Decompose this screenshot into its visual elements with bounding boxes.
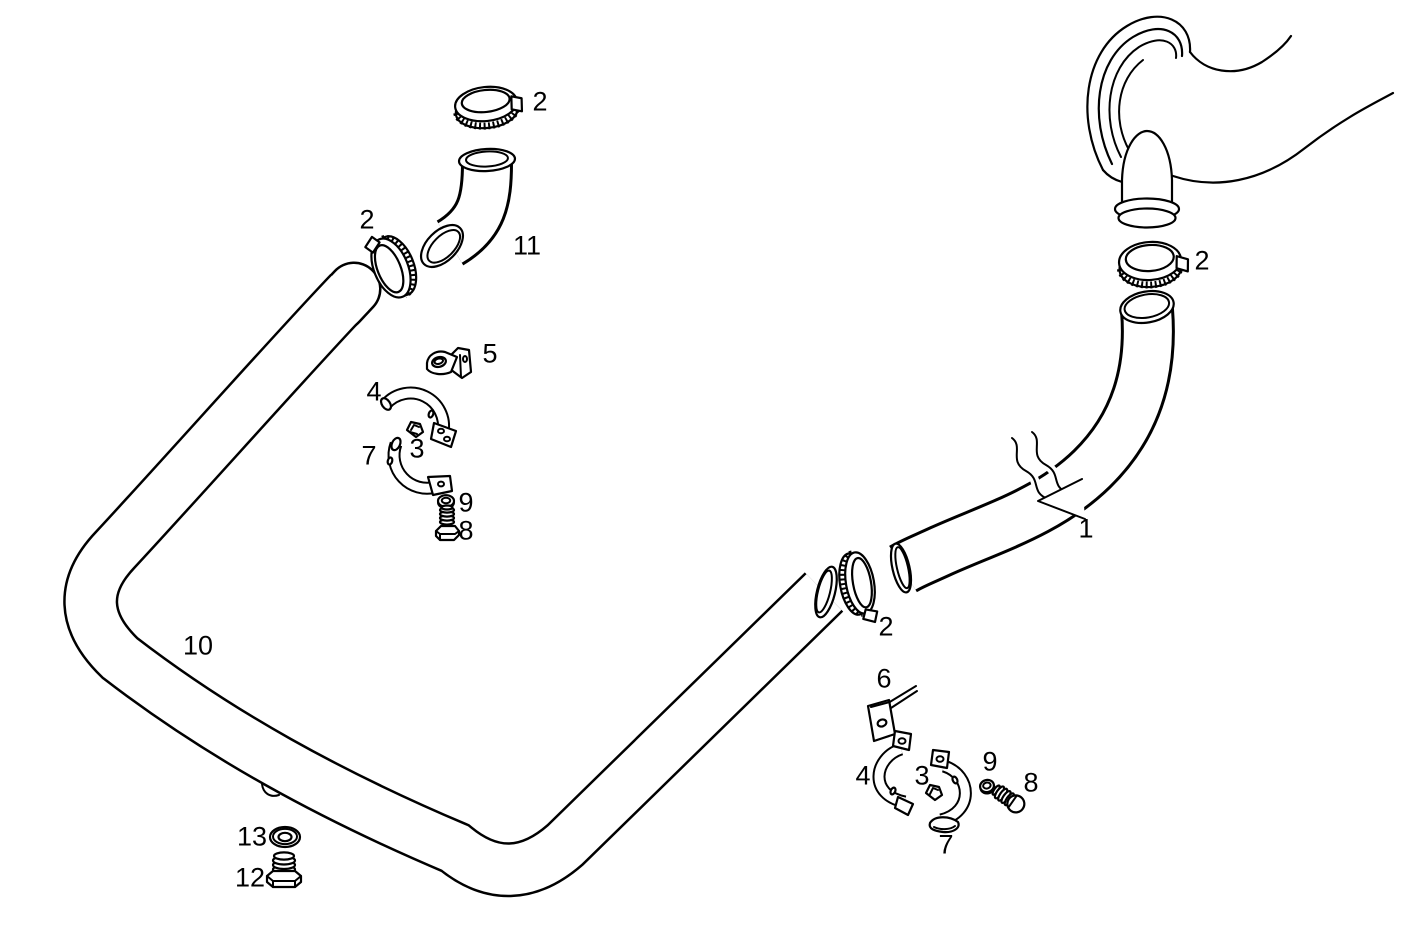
part-label-6: 6 <box>876 663 892 694</box>
pipe-1-end-opening <box>889 542 913 594</box>
part-label-4-left: 4 <box>366 376 382 407</box>
clamp-tab <box>429 421 458 449</box>
part-label-2-right: 2 <box>1194 245 1210 276</box>
elbow-11 <box>419 147 517 269</box>
part-label-3-left: 3 <box>409 433 425 464</box>
plug-hex-head <box>265 869 303 889</box>
part-label-2-middle: 2 <box>878 611 894 642</box>
part-label-2-elbow: 2 <box>532 86 548 117</box>
part-label-1: 1 <box>1078 513 1094 544</box>
nut-3-right <box>924 783 944 802</box>
label-1-arrow <box>1037 478 1086 520</box>
washer-13 <box>268 825 302 849</box>
part-label-9-right: 9 <box>982 746 998 777</box>
clamp-screw-housing <box>510 95 524 113</box>
clamp-2-middle <box>838 550 879 624</box>
engine-stub <box>1120 129 1174 208</box>
part-label-9-left: 9 <box>458 487 474 518</box>
part-label-3-right: 3 <box>914 760 930 791</box>
half-clamp-4-right <box>872 729 915 817</box>
bracket-5 <box>425 346 473 380</box>
clamp-2-elbow <box>453 85 524 130</box>
bracket-hole <box>876 718 888 728</box>
clamp-2-right <box>1117 240 1190 289</box>
drain-boss <box>261 783 280 797</box>
clamp-screw-housing <box>1175 255 1190 273</box>
half-clamp-4-left <box>379 386 458 449</box>
engine-outlet-boss <box>1086 15 1395 229</box>
half-clamp-7-right <box>928 748 972 834</box>
clamp-2-left <box>364 234 418 299</box>
half-clamp-7-left <box>386 436 454 497</box>
clamp-screw-housing <box>862 608 879 624</box>
part-label-5: 5 <box>482 338 498 369</box>
elbow-top-opening <box>457 147 517 173</box>
bolt-8-left <box>434 504 461 542</box>
clamp-tab <box>891 729 913 752</box>
clamp-tab <box>929 748 951 770</box>
part-label-10: 10 <box>182 630 214 661</box>
clamp-screw-housing <box>364 235 381 254</box>
part-label-11: 11 <box>512 230 542 261</box>
part-label-2-left: 2 <box>359 204 375 235</box>
pipe-break-symbol <box>1008 428 1071 504</box>
elbow-bottom-opening <box>419 223 465 269</box>
pipe-1 <box>889 289 1175 594</box>
part-label-8-left: 8 <box>458 515 474 546</box>
bolt-8-right <box>991 784 1026 814</box>
nut-3-left <box>405 420 425 439</box>
plug-12 <box>265 851 303 889</box>
bolt-head <box>1006 794 1026 814</box>
part-label-8-right: 8 <box>1023 767 1039 798</box>
pipe-10 <box>63 261 844 898</box>
part-label-4-right: 4 <box>855 760 871 791</box>
pipe-1-top-opening <box>1119 289 1175 325</box>
part-label-7-left: 7 <box>361 440 377 471</box>
pipe-10-end-opening <box>814 565 838 619</box>
part-label-13: 13 <box>236 821 268 852</box>
part-label-12: 12 <box>234 862 266 893</box>
part-label-7-right: 7 <box>938 829 954 860</box>
